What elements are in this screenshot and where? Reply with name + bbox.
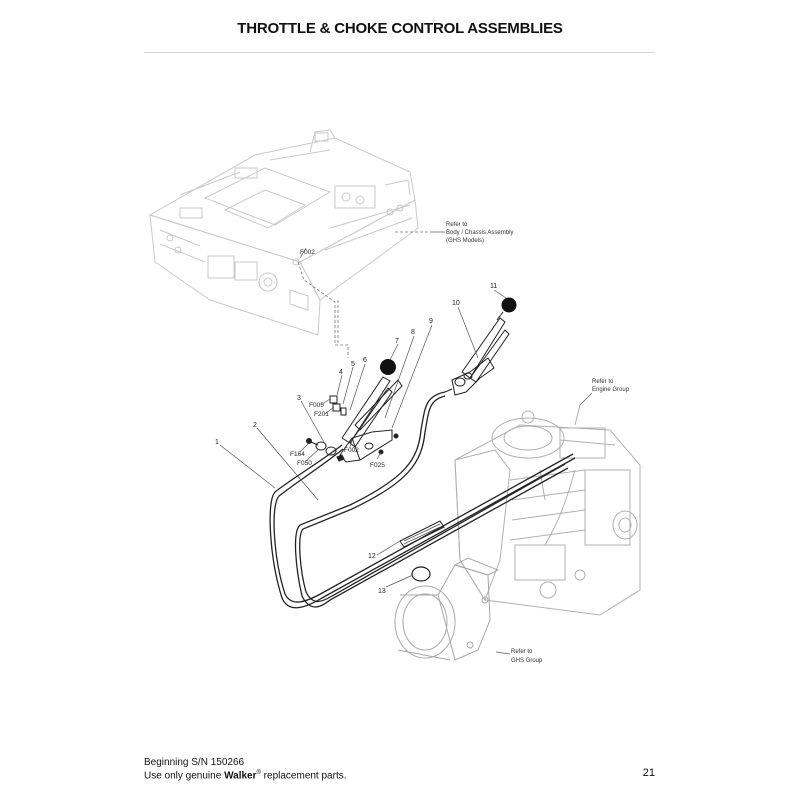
cable-item-2 xyxy=(294,391,569,608)
callout-12: 12 xyxy=(368,553,376,560)
callout-11: 11 xyxy=(490,283,497,290)
refer-engine-line1: Refer to xyxy=(592,379,614,385)
mounting-dashed-lines xyxy=(297,231,430,358)
page-number: 21 xyxy=(642,767,655,779)
callout-f164: F164 xyxy=(290,451,305,458)
item-12-sleeve xyxy=(399,520,445,548)
cable-item-1-inner xyxy=(273,448,574,603)
callout-8: 8 xyxy=(411,329,415,336)
callout-7: 7 xyxy=(395,338,399,345)
callout-2: 2 xyxy=(253,422,257,429)
choke-assembly xyxy=(444,311,510,396)
page-title: THROTTLE & CHOKE CONTROL ASSEMBLIES xyxy=(237,20,563,37)
refer-ghs-group: Refer to GHS Group xyxy=(511,649,543,664)
leader-lines xyxy=(219,231,593,655)
genuine-parts-note: Use only genuine Walker® replacement par… xyxy=(144,768,347,781)
refer-notes: Refer to Body / Chassis Assembly (GHS Mo… xyxy=(446,222,630,664)
callout-5: 5 xyxy=(351,361,355,368)
serial-note: Beginning S/N 150266 xyxy=(144,757,245,768)
callout-f002-lower: F002 xyxy=(344,447,359,454)
callout-f050: F050 xyxy=(297,460,312,467)
callout-4: 4 xyxy=(339,369,343,376)
engine-ghost xyxy=(454,404,641,616)
callout-1: 1 xyxy=(215,439,219,446)
refer-body-chassis: Refer to Body / Chassis Assembly (GHS Mo… xyxy=(446,222,513,244)
choke-knob xyxy=(501,297,517,313)
callout-f201: F201 xyxy=(314,411,329,418)
brand-name: Walker xyxy=(224,770,257,782)
control-cables xyxy=(269,391,576,609)
genuine-parts-suffix: replacement parts. xyxy=(260,770,347,782)
callout-6: 6 xyxy=(363,357,367,364)
refer-body-line3: (GHS Models) xyxy=(446,238,484,244)
cable-item-2-inner xyxy=(299,395,566,603)
callout-labels: 1 2 3 4 5 6 7 8 9 10 11 12 13 F002 F002 … xyxy=(215,249,497,595)
callout-3: 3 xyxy=(297,395,301,402)
callout-f025: F025 xyxy=(370,462,385,469)
refer-ghs-line1: Refer to xyxy=(511,649,533,655)
body-chassis-ghost xyxy=(148,129,419,336)
callout-9: 9 xyxy=(429,318,433,325)
registered-mark: ® xyxy=(256,770,261,776)
callout-10: 10 xyxy=(452,300,460,307)
throttle-knob xyxy=(380,359,396,375)
callout-13: 13 xyxy=(378,588,386,595)
refer-ghs-line2: GHS Group xyxy=(511,658,543,664)
cable-item-1 xyxy=(269,444,576,609)
refer-engine-group: Refer to Engine Group xyxy=(592,379,630,393)
title-divider xyxy=(144,52,655,53)
ghs-housing-ghost xyxy=(394,557,500,661)
refer-body-line2: Body / Chassis Assembly xyxy=(446,230,513,236)
genuine-parts-prefix: Use only genuine xyxy=(144,770,225,782)
throttle-assembly xyxy=(306,376,403,463)
item-13-gasket xyxy=(411,566,431,582)
refer-body-line1: Refer to xyxy=(446,222,468,228)
callout-f002-body: F002 xyxy=(300,249,315,256)
refer-engine-line2: Engine Group xyxy=(592,387,630,393)
callout-f005: F005 xyxy=(309,402,324,409)
